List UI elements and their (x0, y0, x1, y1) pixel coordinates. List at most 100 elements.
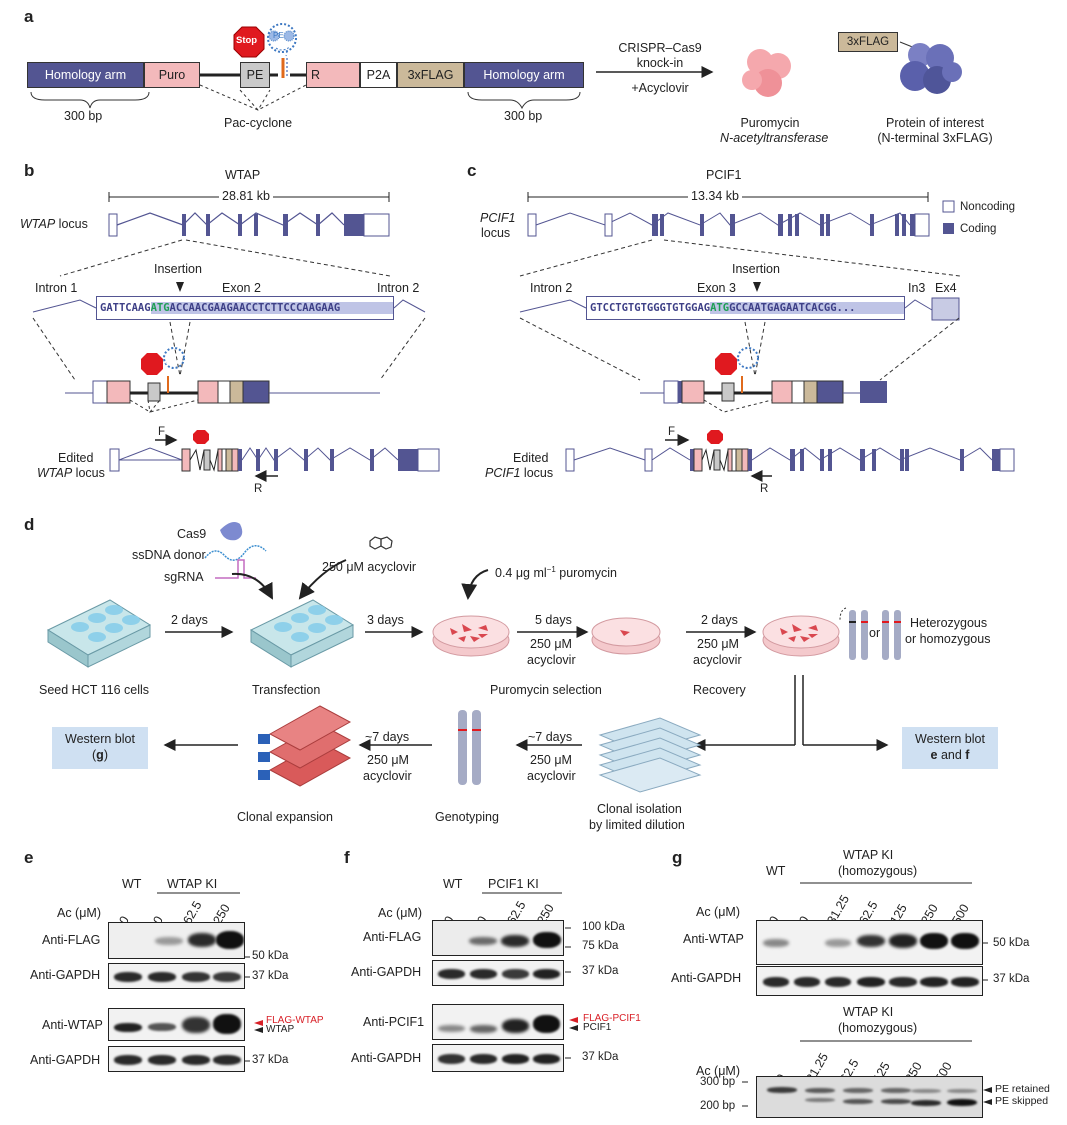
pe-skipped: PE skipped (995, 1095, 1049, 1107)
intron2-b: Intron 2 (377, 281, 420, 295)
g2-ki-2: (homozygous) (838, 1021, 918, 1035)
chromosome-pair-genotyping (458, 710, 481, 785)
step-7b-acyc: acyclovir (363, 769, 412, 783)
puro-selection-label: Puromycin selection (490, 683, 602, 697)
f-anti-gapdh-1: Anti-GAPDH (351, 965, 422, 979)
clonal-expansion-label: Clonal expansion (237, 810, 333, 824)
panel-d-lines (46, 522, 901, 793)
step-7a-conc: 250 μM (530, 753, 572, 767)
pe-box: PE (240, 62, 270, 88)
f-blot-gapdh-2 (432, 1044, 564, 1072)
clonal-iso-2: by limited dilution (589, 818, 685, 832)
pcif1-gene: PCIF1 (706, 168, 742, 182)
wb-ef-1: Western blot (915, 732, 985, 747)
g-anti-wtap: Anti-WTAP (683, 932, 744, 946)
step-7a-acyc: acyclovir (527, 769, 576, 783)
step-5-days: 5 days (535, 613, 572, 627)
f-kda37-1: 37 kDa (582, 965, 619, 977)
edited-b-ital: WTAP (37, 466, 73, 480)
ssdna-label: ssDNA donor (132, 548, 206, 562)
plate-transfection (249, 599, 355, 668)
f-flag-pcif1: FLAG-PCIF1 (583, 1013, 641, 1024)
puro-post: puromycin (555, 566, 617, 581)
legend-coding: Coding (960, 223, 997, 235)
e-ac: Ac (μM) (57, 906, 102, 920)
f-blot-gapdh-1 (432, 960, 564, 986)
western-blot-g: Western blot (g) (52, 727, 148, 769)
legend-noncoding: Noncoding (960, 201, 1015, 213)
stop-sign-label: Stop (236, 35, 258, 46)
panel-label-c: c (467, 161, 477, 180)
insertion-c: Insertion (732, 262, 780, 276)
e-blot-wtap (108, 1008, 245, 1041)
g2-bp300: 300 bp (700, 1076, 736, 1088)
panel-label-e: e (24, 848, 34, 867)
puro-sup: −1 (546, 565, 556, 574)
panel-label-a: a (24, 7, 34, 26)
panel-label-b: b (24, 161, 35, 180)
intron2-c: Intron 2 (530, 281, 573, 295)
wtap-gene: WTAP (225, 168, 261, 182)
wtap-size: 28.81 kb (219, 190, 273, 203)
pe-retained: PE retained (995, 1083, 1050, 1095)
seq-c-atg: ATG (710, 302, 730, 314)
f-blot-flag (432, 920, 564, 956)
seq-c-part-a: GTCCTGTGTGGGTGTGGAG (590, 302, 711, 314)
ex4-c: Ex4 (935, 281, 957, 295)
e-blot-gapdh-1 (108, 963, 245, 989)
clonal-iso-1: Clonal isolation (597, 802, 682, 816)
transfection-label: Transfection (252, 683, 321, 697)
western-blot-ef: Western blot e and f (902, 727, 998, 769)
dish-recovery (762, 615, 840, 657)
homology-arm-left: Homology arm (27, 62, 144, 88)
stop-c: Stop (739, 359, 754, 366)
bp-right: 300 bp (504, 109, 543, 123)
pac-cyclone-label: Pac-cyclone (224, 116, 293, 130)
exon2-b: Exon 2 (222, 281, 261, 295)
f-anti-pcif1: Anti-PCIF1 (363, 1015, 425, 1029)
f-anti-flag: Anti-FLAG (363, 930, 422, 944)
insertion-b: Insertion (154, 262, 202, 276)
wb-and: and (937, 748, 966, 762)
step-7b-conc: 250 μM (367, 753, 409, 767)
pcif1-locus-2: locus (481, 226, 511, 240)
step-3-days: 3 days (367, 613, 404, 627)
g2-bp200: 200 bp (700, 1100, 736, 1112)
e-wt: WT (122, 877, 142, 891)
flag-box: 3xFLAG (397, 62, 464, 88)
seq-b-atg: ATG (150, 302, 170, 314)
exon3-c: Exon 3 (697, 281, 736, 295)
wb-e: e (930, 748, 938, 762)
poi-line1: Protein of interest (886, 116, 984, 130)
step-7b-days: ~7 days (365, 730, 410, 744)
g-anti-gapdh: Anti-GAPDH (671, 971, 742, 985)
sgrna-label: sgRNA (164, 570, 204, 584)
g-kda50: 50 kDa (993, 937, 1030, 949)
dish-puromycin (432, 615, 510, 657)
panel-b-lines (32, 192, 440, 482)
method-line1: CRISPR–Cas9 (618, 41, 702, 55)
f-kda75: 75 kDa (582, 940, 619, 952)
e-ki: WTAP KI (167, 877, 218, 891)
recovery-label: Recovery (693, 683, 746, 697)
g-blot-gapdh (756, 966, 983, 996)
f-kda100: 100 kDa (582, 921, 625, 933)
stop-b: Stop (165, 359, 180, 366)
homology-arm-right: Homology arm (464, 62, 584, 88)
step-2-days: 2 days (171, 613, 208, 627)
blot-lines (157, 882, 992, 1107)
poi-line2: (N-terminal 3xFLAG) (877, 131, 993, 145)
panel-label-d: d (24, 515, 35, 534)
f-kda37-2: 37 kDa (582, 1051, 619, 1063)
edited-b-rest: locus (72, 466, 105, 480)
in3-c: In3 (908, 281, 926, 295)
g-ac: Ac (μM) (696, 905, 741, 919)
step-2b-acyc: acyclovir (693, 653, 742, 667)
step-5-conc: 250 μM (530, 637, 572, 651)
e-anti-gapdh-1: Anti-GAPDH (30, 968, 101, 982)
puro-box: Puro (144, 62, 200, 88)
puromycin-protein-1: Puromycin (740, 116, 800, 130)
primer-r-b: R (254, 483, 263, 495)
